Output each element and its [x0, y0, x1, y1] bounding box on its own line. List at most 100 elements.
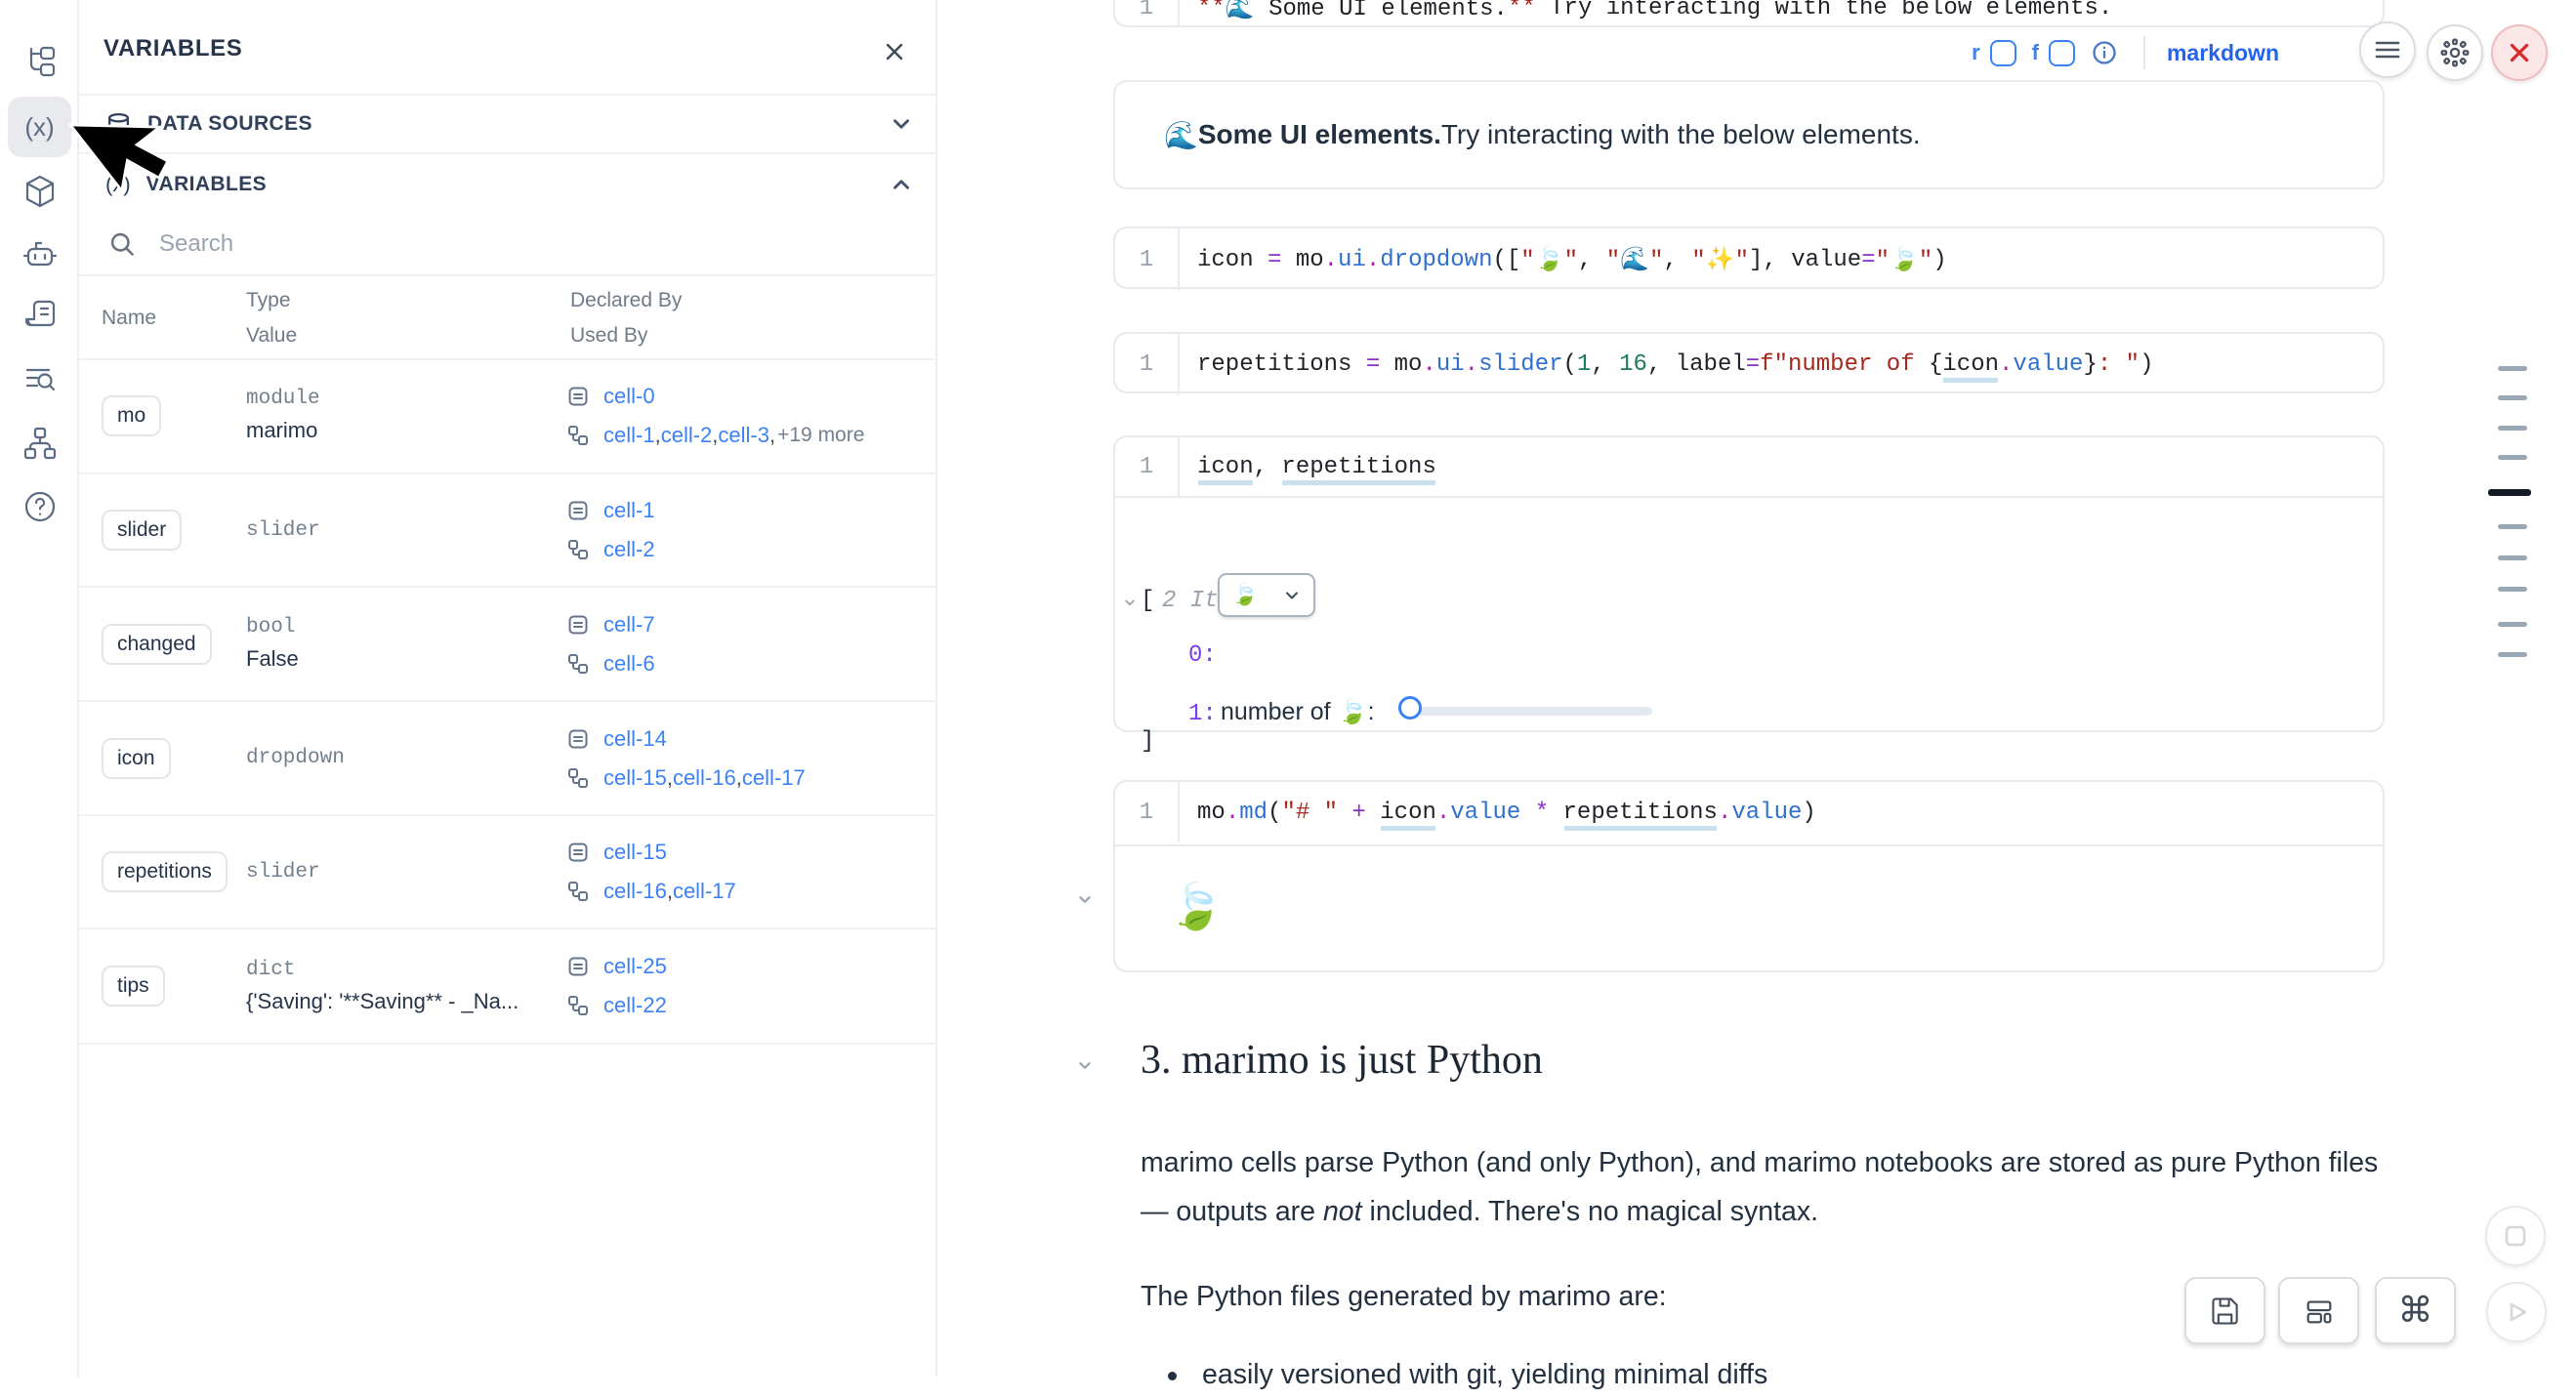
cell-link[interactable]: cell-2 — [603, 537, 655, 561]
run-button[interactable] — [2486, 1282, 2547, 1342]
chevron-down-icon[interactable] — [889, 111, 914, 137]
cell-link[interactable]: cell-14 — [603, 725, 667, 751]
dropdown-select[interactable]: 🍃 — [1218, 573, 1315, 617]
save-button[interactable] — [2184, 1277, 2265, 1344]
code-cell-md-output[interactable]: 1 mo.md("# " + icon.value * repetitions.… — [1113, 780, 2385, 972]
panel-close-button[interactable] — [878, 35, 911, 68]
minimap-mark[interactable] — [2498, 426, 2527, 431]
code-editor[interactable]: mo.md("# " + icon.value * repetitions.va… — [1178, 782, 2383, 843]
cell-link[interactable]: cell-17 — [741, 764, 806, 790]
sidebar-item-packages[interactable] — [8, 161, 71, 222]
code-cell-slider[interactable]: 1 repetitions = mo.ui.slider(1, 16, labe… — [1113, 332, 2385, 395]
notebook-menu-button[interactable] — [2359, 21, 2416, 78]
cell-link[interactable]: cell-2 — [660, 422, 713, 447]
sidebar-item-scratchpad[interactable] — [8, 285, 71, 346]
sidebar-item-help[interactable] — [8, 476, 71, 537]
info-icon[interactable] — [2091, 39, 2118, 66]
code-cell-markdown[interactable]: 1 **🌊 Some UI elements.** Try interactin… — [1113, 0, 2385, 27]
cell-link[interactable]: cell-16 — [603, 879, 667, 903]
interrupt-button[interactable] — [2485, 1206, 2546, 1266]
cell-link[interactable]: cell-6 — [603, 650, 655, 676]
cell-link[interactable]: cell-22 — [603, 993, 667, 1017]
cell-link[interactable]: cell-1 — [603, 422, 655, 447]
minimap-mark[interactable] — [2498, 555, 2527, 560]
tree-close-bracket: ] — [1141, 728, 1155, 755]
variable-value: False — [246, 646, 299, 671]
collapse-chevron-icon[interactable] — [1121, 594, 1143, 615]
declared-by-icon — [568, 729, 588, 748]
sidebar-item-file-tree[interactable] — [8, 32, 71, 93]
cell-link[interactable]: cell-15 — [603, 840, 667, 864]
bullet-item: easily versioned with git, yielding mini… — [1141, 1350, 2404, 1399]
code-editor[interactable]: icon = mo.ui.dropdown(["🍃", "🌊", "✨"], v… — [1178, 228, 2383, 291]
variables-icon: (x) — [24, 111, 55, 142]
used-by-icon — [568, 767, 588, 788]
settings-button[interactable] — [2427, 24, 2483, 81]
variable-value: marimo — [246, 418, 318, 442]
minimap-mark-active[interactable] — [2488, 489, 2531, 496]
section-data-sources[interactable]: DATA SOURCES — [79, 96, 937, 152]
minimap-mark[interactable] — [2498, 395, 2527, 400]
variable-type: bool — [246, 616, 296, 638]
cell-link[interactable]: cell-16 — [672, 764, 736, 790]
help-circle-icon — [24, 491, 55, 522]
code-editor[interactable]: **🌊 Some UI elements.** Try interacting … — [1178, 0, 2383, 25]
search-input[interactable] — [157, 229, 782, 259]
sidebar-item-dependencies[interactable] — [8, 413, 71, 473]
panel-title: VARIABLES — [104, 35, 243, 62]
close-x-icon — [2510, 43, 2529, 62]
shutdown-button[interactable] — [2491, 24, 2548, 81]
section-variables[interactable]: (x) VARIABLES — [79, 154, 937, 215]
gear-icon — [2440, 38, 2470, 67]
cell-link[interactable]: cell-1 — [603, 498, 655, 522]
separator: , — [769, 422, 776, 447]
stop-square-icon — [2505, 1225, 2526, 1247]
used-by-icon — [568, 882, 588, 901]
bullet-marker — [1168, 1371, 1177, 1380]
format-toggle[interactable] — [2048, 39, 2075, 66]
cell-link[interactable]: cell-17 — [672, 879, 736, 903]
section-collapse-chevron-icon[interactable] — [1074, 1054, 1096, 1076]
keyboard-shortcuts-button[interactable]: ⌘ — [2375, 1277, 2456, 1344]
sidebar-item-snippets[interactable] — [8, 350, 71, 410]
code-cell-expression[interactable]: 1 icon, repetitions [ 2 Items 0: 🍃 1: nu… — [1113, 435, 2385, 755]
chevron-up-icon[interactable] — [889, 172, 914, 197]
cell-language-button[interactable]: markdown — [2166, 39, 2279, 65]
cell-link[interactable]: cell-25 — [603, 954, 667, 978]
minimap-mark[interactable] — [2498, 524, 2527, 529]
declared-by-line: cell-7 — [566, 612, 937, 638]
cell-link[interactable]: cell-0 — [603, 383, 655, 408]
hamburger-menu-icon — [2375, 41, 2400, 59]
declared-by-icon — [568, 957, 588, 976]
cell-link[interactable]: cell-15 — [603, 764, 667, 790]
cell-link[interactable]: cell-3 — [718, 422, 769, 447]
sidebar-item-variables[interactable]: (x) — [8, 97, 71, 157]
variables-search — [79, 215, 937, 273]
code-editor[interactable]: icon, repetitions — [1178, 437, 2383, 496]
cell-link[interactable]: cell-7 — [603, 611, 655, 637]
minimap-mark[interactable] — [2498, 366, 2527, 371]
code-editor[interactable]: repetitions = mo.ui.slider(1, 16, label=… — [1178, 334, 2383, 395]
reactive-toggle[interactable] — [1989, 39, 2016, 66]
minimap-mark[interactable] — [2498, 587, 2527, 592]
layout-button[interactable] — [2278, 1277, 2359, 1344]
variable-type: slider — [246, 860, 320, 884]
format-toggle-label: f — [2031, 40, 2039, 64]
col-header-type: Type — [246, 289, 291, 311]
minimap-mark[interactable] — [2498, 455, 2527, 460]
sidebar-item-ai-assistant[interactable] — [8, 225, 71, 285]
save-floppy-icon — [2211, 1296, 2238, 1325]
variable-name-badge: repetitions — [102, 851, 228, 892]
output-collapse-chevron-icon[interactable] — [1074, 888, 1096, 910]
code-cell-dropdown[interactable]: 1 icon = mo.ui.dropdown(["🍃", "🌊", "✨"],… — [1113, 226, 2385, 291]
play-icon — [2510, 1302, 2527, 1322]
slider-thumb[interactable] — [1398, 696, 1422, 720]
slider-track[interactable] — [1408, 707, 1652, 716]
minimap-mark[interactable] — [2498, 652, 2527, 657]
search-icon — [110, 232, 134, 256]
minimap-mark[interactable] — [2498, 622, 2527, 627]
variable-name-badge: changed — [102, 623, 212, 665]
declared-by-line: cell-25 — [566, 954, 937, 979]
